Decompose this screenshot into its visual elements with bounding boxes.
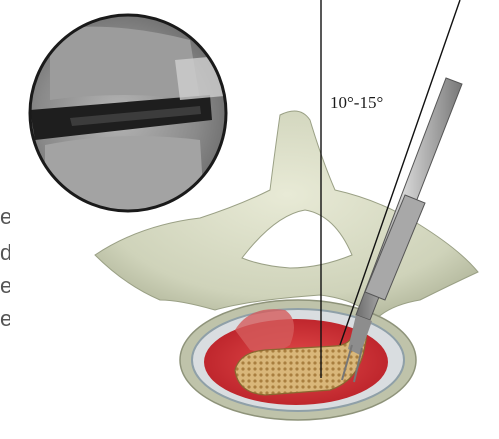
xray-inset bbox=[20, 10, 240, 220]
cut-text-line-2: d bbox=[0, 242, 10, 264]
angle-label: 10°-15° bbox=[330, 93, 383, 113]
cut-text-line-1: e bbox=[0, 206, 10, 228]
cut-text-line-4: e bbox=[0, 308, 10, 330]
cut-text-line-3: e bbox=[0, 275, 10, 297]
